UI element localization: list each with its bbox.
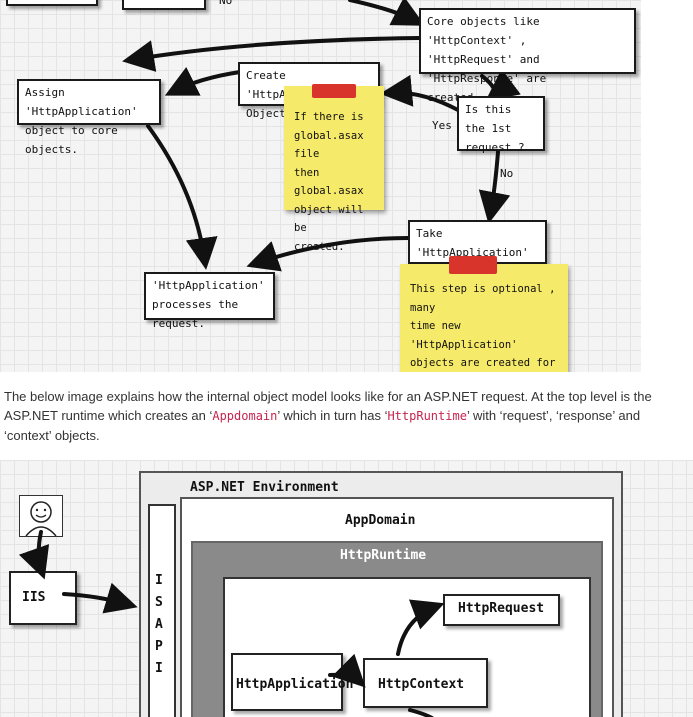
appdomain-code: Appdomain — [212, 409, 278, 423]
httpruntime-label: HttpRuntime — [340, 548, 427, 563]
arrow-to-core — [348, 0, 426, 26]
arrow-context-down — [408, 708, 434, 717]
arrow-iis-to-isapi — [62, 582, 138, 614]
arrow-assign-to-processes — [146, 124, 218, 270]
arrow-core-to-first — [480, 68, 521, 101]
isapi-letter: I — [155, 661, 163, 676]
object-model-arrows — [18, 530, 445, 717]
arrow-create-to-assign — [164, 66, 242, 96]
arrow-first-to-create — [380, 74, 460, 112]
yes-label: Yes — [432, 119, 452, 132]
quote-mark: ‘ — [384, 408, 388, 423]
object-model-figure: ASP.NET Environment AppDomain HttpRuntim… — [0, 460, 693, 717]
quote-mark: ’ — [277, 408, 280, 423]
appdomain-label: AppDomain — [345, 513, 416, 528]
user-icon — [25, 501, 57, 537]
no-label: No — [500, 167, 514, 180]
note-globalasax: If there is global.asax file then global… — [284, 86, 384, 253]
note-optional: This step is optional , many time new 'H… — [400, 264, 568, 372]
arrow-user-to-iis — [18, 530, 50, 580]
flowchart-figure: No Core objects like 'HttpContext' , 'Ht… — [0, 0, 641, 372]
no-label-top: No — [219, 0, 233, 7]
arrow-first-to-take — [478, 150, 511, 224]
httprequest-label: HttpRequest — [458, 601, 545, 616]
paragraph-text: with ‘request’, ‘response’ and ‘context’… — [4, 408, 641, 443]
flowchart-arrows — [122, 0, 521, 272]
quote-mark: ’ — [466, 408, 470, 423]
httpapplication-box — [231, 653, 343, 711]
tape — [449, 256, 497, 274]
httpapplication-label: HttpApplication — [236, 677, 354, 692]
core-objects-box: Core objects like 'HttpContext' , 'HttpR… — [419, 8, 636, 104]
isapi-letter: P — [155, 639, 163, 654]
arrow-context-to-request — [396, 599, 445, 656]
paragraph-text: which in turn has — [279, 408, 385, 423]
httpcontext-box — [363, 658, 488, 708]
is-first-request-box: Is this the 1st request ? — [457, 96, 545, 154]
isapi-letter: A — [155, 617, 163, 632]
assign-box: Assign 'HttpApplication' object to core … — [17, 79, 161, 156]
httpcontext-label: HttpContext — [378, 677, 465, 692]
httprequest-box — [443, 594, 560, 626]
isapi-column — [148, 504, 176, 717]
arrow-take-to-processes — [246, 236, 410, 272]
isapi-letter: S — [155, 595, 163, 610]
httpruntime-code: HttpRuntime — [387, 409, 467, 423]
aspnet-environment-label: ASP.NET Environment — [190, 480, 339, 495]
isapi-letters: I S A P I — [155, 570, 163, 680]
arrow-core-to-assign — [122, 36, 422, 72]
arrow-application-to-context — [328, 653, 366, 688]
top-mid-box — [122, 0, 206, 10]
isapi-letter: I — [155, 573, 163, 588]
quote-mark: ‘ — [209, 408, 213, 423]
top-left-box — [6, 0, 98, 6]
explanation-paragraph: The below image explains how the interna… — [4, 387, 690, 445]
iis-label: IIS — [22, 590, 46, 605]
paragraph-text: The below image explains how the interna… — [4, 389, 652, 423]
iis-box — [9, 571, 77, 625]
tape — [312, 84, 356, 98]
processes-box: 'HttpApplication' processes the request. — [144, 272, 275, 330]
